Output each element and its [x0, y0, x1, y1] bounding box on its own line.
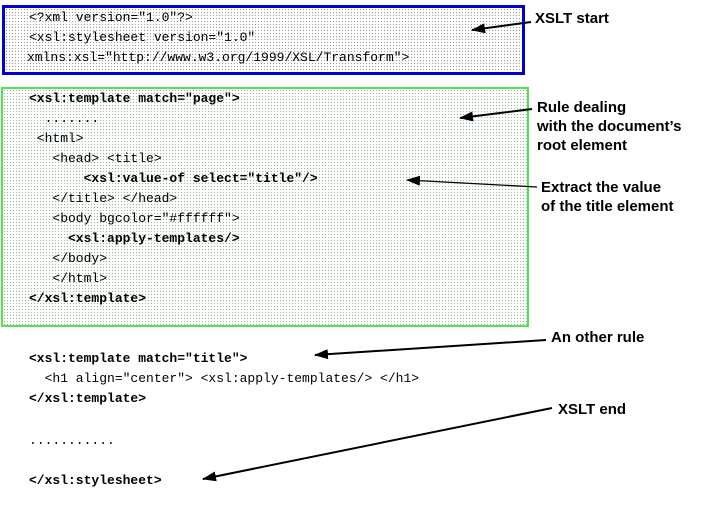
xslt-end-arrow: [202, 407, 553, 482]
stylesheet-close-line: </xsl:stylesheet>: [29, 471, 162, 491]
root-rule-code: <xsl:template match="page"> ....... <htm…: [29, 89, 318, 309]
template-page-line: <xsl:template match="page">: [29, 91, 240, 106]
xslt-header-box: [2, 5, 525, 75]
extract-value-label-line-2: of the title element: [541, 198, 674, 215]
xslt-header-code: <?xml version="1.0"?> <xsl:stylesheet ve…: [27, 8, 411, 68]
body-open-line: <body bgcolor="#ffffff">: [29, 211, 240, 226]
other-rule-arrow: [314, 339, 547, 360]
namespace-line: xmlns:xsl="http://www.w3.org/1999/XSL/Tr…: [27, 50, 410, 65]
body-close-line: </body>: [29, 251, 108, 266]
dots-line: .......: [29, 111, 100, 126]
extract-value-label-line-1: Extract the value: [541, 179, 662, 196]
html-close-line: </html>: [29, 271, 108, 286]
root-rule-label-line-1: Rule dealing: [537, 99, 627, 116]
xslt-start-arrow: [471, 21, 532, 34]
head-title-open-line: <head> <title>: [29, 151, 162, 166]
extract-value-label: Extract the value of the title element: [541, 178, 674, 216]
other-rule-label: An other rule: [551, 329, 645, 346]
xslt-end-label: XSLT end: [558, 401, 627, 418]
xml-declaration-line: <?xml version="1.0"?>: [29, 10, 193, 25]
root-rule-arrow: [459, 108, 533, 122]
root-rule-label: Rule dealing with the document’s root el…: [537, 98, 681, 155]
head-title-close-line: </title> </head>: [29, 191, 178, 206]
extract-value-arrow: [406, 175, 538, 188]
template-title-line: <xsl:template match="title">: [29, 351, 248, 366]
template-close-line: </xsl:template>: [29, 291, 147, 306]
title-rule-code: <xsl:template match="title"> <h1 align="…: [29, 349, 419, 409]
stylesheet-close-text: </xsl:stylesheet>: [29, 473, 162, 488]
html-open-line: <html>: [29, 131, 84, 146]
root-rule-box: [1, 87, 529, 327]
xslt-start-label: XSLT start: [535, 10, 609, 27]
root-rule-label-line-2: with the document’s: [537, 118, 682, 135]
title-template-close-line: </xsl:template>: [29, 391, 147, 406]
ellipsis-line: ...........: [29, 433, 115, 448]
stylesheet-open-line: <xsl:stylesheet version="1.0": [29, 30, 256, 45]
h1-line: <h1 align="center"> <xsl:apply-templates…: [29, 371, 420, 386]
apply-templates-line: <xsl:apply-templates/>: [29, 231, 240, 246]
root-rule-label-line-3: root element: [537, 137, 628, 154]
value-of-line: <xsl:value-of select="title"/>: [29, 171, 318, 186]
